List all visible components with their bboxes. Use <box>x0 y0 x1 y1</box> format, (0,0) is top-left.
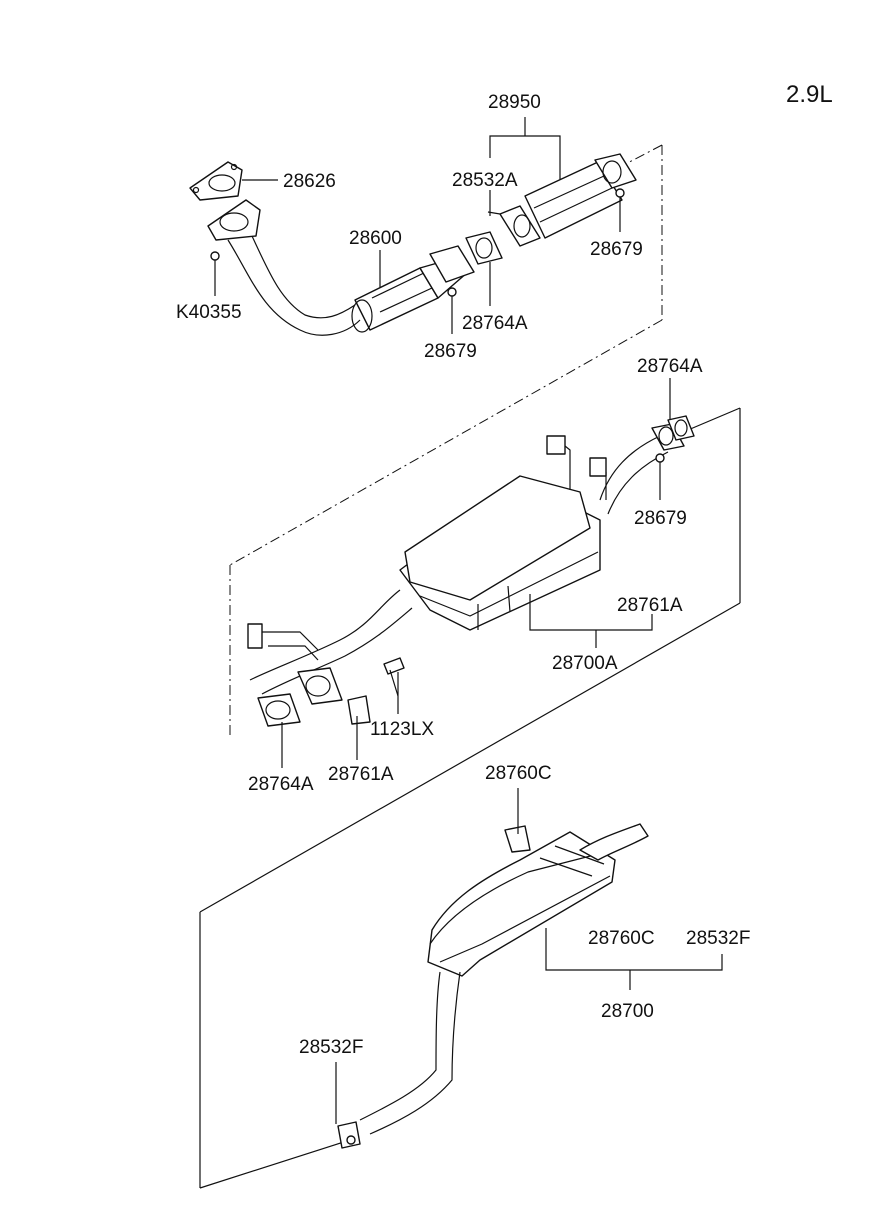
callout-28761A-left: 28761A <box>328 764 394 785</box>
callout-28760C-top: 28760C <box>485 763 552 784</box>
center-muffler-flanges <box>247 415 695 727</box>
leaders-top <box>214 117 621 334</box>
callout-28700: 28700 <box>601 1001 654 1022</box>
callout-28679-top-right: 28679 <box>590 239 643 260</box>
callout-28532F-right: 28532F <box>686 928 750 949</box>
callout-28600: 28600 <box>349 228 402 249</box>
callout-28532F-bottom: 28532F <box>299 1037 363 1058</box>
callout-28760C-right: 28760C <box>588 928 655 949</box>
callout-28764A-mid-right: 28764A <box>637 356 703 377</box>
front-pipe-28600 <box>207 199 475 336</box>
callout-28700A: 28700A <box>552 653 618 674</box>
callout-28761A-right: 28761A <box>617 595 683 616</box>
bolt-1123LX <box>383 657 405 697</box>
callout-1123LX: 1123LX <box>370 719 434 740</box>
catalytic-converter-28950 <box>487 153 637 247</box>
center-muffler-28700A <box>249 435 669 695</box>
callout-28532A: 28532A <box>452 170 518 191</box>
callout-28626: 28626 <box>283 171 336 192</box>
callout-K40355: K40355 <box>176 302 242 323</box>
gasket-28764A-top <box>465 231 503 265</box>
callout-28679-top-left: 28679 <box>424 341 477 362</box>
main-muffler-28700 <box>337 823 649 1149</box>
group-boundary-solid <box>199 407 741 1189</box>
engine-label: 2.9L <box>786 81 833 108</box>
callout-labels: 28950 28626 28532A 28600 28679 K40355 28… <box>176 92 750 1058</box>
leaders-bottom <box>335 788 723 1124</box>
callout-28764A-mid-left: 28764A <box>248 774 314 795</box>
callout-28679-mid: 28679 <box>634 508 687 529</box>
callout-28764A-top: 28764A <box>462 313 528 334</box>
gasket-28626 <box>189 161 243 201</box>
leaders-middle <box>281 378 671 768</box>
callout-28950: 28950 <box>488 92 541 113</box>
